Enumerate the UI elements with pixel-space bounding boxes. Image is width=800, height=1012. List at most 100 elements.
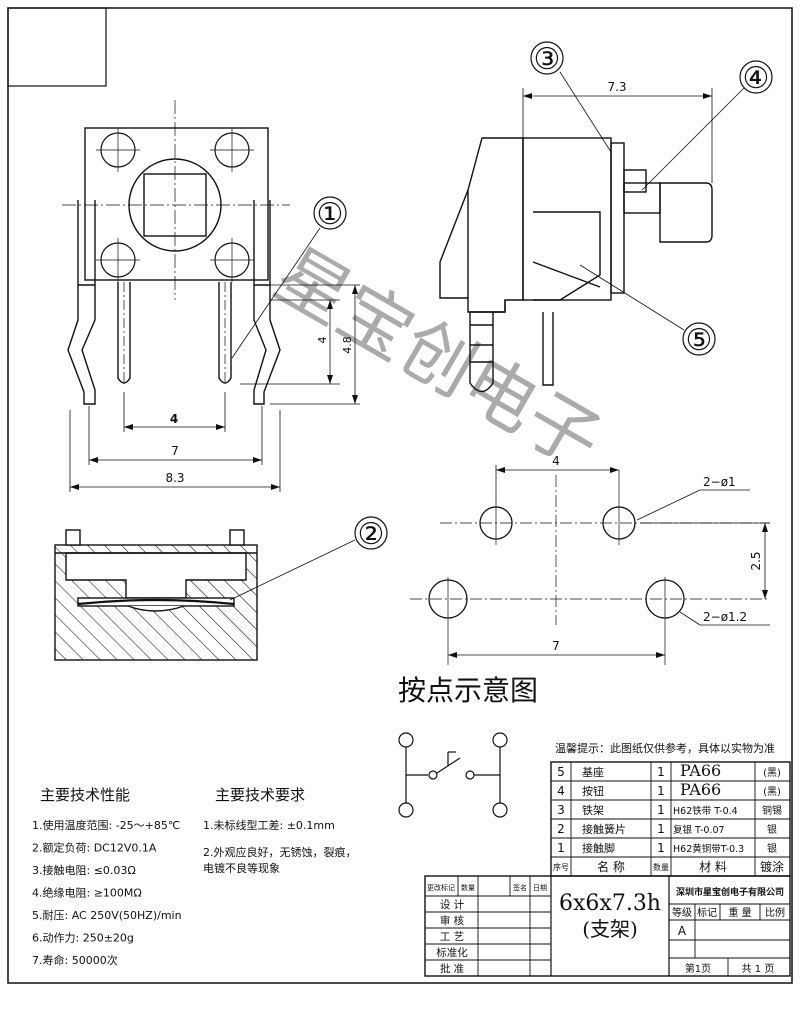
callout-3-label: ③ (534, 42, 561, 77)
grade-header-scale: 比例 (765, 906, 785, 919)
callout-4-label: ④ (743, 61, 770, 96)
requirement-item: 电镀不良等现象 (203, 861, 280, 875)
bom-row-name: 接触簧片 (582, 822, 626, 836)
spec-item: 4.绝缘电阻: ≥100MΩ (32, 886, 142, 900)
rev-header-date: 日期 (533, 884, 547, 892)
bom-row-material: H62铁带 T-0.4 (673, 805, 738, 817)
callout-2-label: ② (358, 517, 385, 552)
spec-item: 6.动作力: 250±20g (32, 932, 134, 945)
callout-2: ② (229, 516, 388, 601)
bom-header-name: 名 称 (597, 859, 625, 874)
watermark: 星宝创电子 (262, 232, 616, 485)
front-view (62, 100, 290, 405)
title-block-role: 工 艺 (440, 931, 464, 943)
requirement-item: 1.未标线型工差: ±0.1mm (203, 818, 335, 832)
pcb-dim-7: 7 (552, 639, 560, 653)
bom-row-material: 复银 T-0.07 (673, 824, 725, 836)
side-dimension-arrows (523, 93, 712, 99)
title-block-role: 标准化 (436, 946, 468, 959)
bom-row-no: 3 (557, 803, 565, 817)
specs-list: 1.使用温度范围: -25～+85℃ 2.额定负荷: DC12V0.1A 3.接触电… (32, 818, 182, 967)
bom-row-qty: 1 (657, 841, 665, 855)
bom-row-name: 接触脚 (582, 841, 615, 855)
title-block (424, 875, 791, 977)
bom-row-finish: 铜锡 (762, 804, 782, 817)
front-dimension-arrows (70, 285, 358, 490)
specs-title: 主要技术性能 (40, 786, 130, 804)
part-number: 6x6x7.3h (559, 891, 661, 916)
page-total: 共 1 页 (742, 963, 775, 975)
bom-row-material: H62黄铜带T-0.3 (673, 843, 744, 855)
bom-row-no: 4 (557, 784, 565, 798)
bom-header-material: 材 料 (699, 860, 727, 874)
front-dimensions (69, 284, 360, 492)
spec-item: 7.寿命: 50000次 (32, 953, 118, 967)
notice-text: 温馨提示：此图纸仅供参考，具体以实物为准 (555, 741, 775, 755)
bom-row-qty: 1 (657, 822, 665, 836)
callout-1-label: ① (317, 197, 344, 232)
bom-header-no: 序号 (553, 862, 569, 872)
front-dim-48: 4.8 (341, 336, 354, 354)
contact-diagram (398, 732, 508, 818)
requirement-item: 2.外观应良好，无锈蚀，裂痕， (203, 845, 357, 859)
bom-row-finish: (黑) (763, 767, 781, 779)
grade-header-grade: 等级 (672, 906, 692, 919)
spec-item: 3.接触电阻: ≤0.03Ω (32, 863, 136, 877)
pcb-arrows (448, 467, 768, 658)
bom-row-finish: 银 (767, 823, 777, 836)
callout-5: ⑤ (579, 264, 716, 358)
bom-row-finish: (黑) (763, 786, 781, 798)
rev-header-qty: 数量 (461, 883, 475, 892)
contact-diagram-title: 按点示意图 (398, 674, 538, 707)
front-dim-4-vertical: 4 (316, 337, 329, 344)
rev-headers: 更改标记 数量 签名 日期 (427, 883, 547, 892)
bom-header: 序号 名 称 数量 材 料 镀涂 (553, 859, 784, 874)
bom-table (550, 761, 791, 877)
spec-item: 2.额定负荷: DC12V0.1A (32, 841, 157, 855)
bom-row-name: 基座 (582, 765, 604, 779)
rev-header-sign: 签名 (513, 883, 527, 892)
callout-5-label: ⑤ (686, 323, 713, 358)
bom-row-material: PA66 (680, 761, 721, 780)
title-block-role: 审 核 (440, 914, 465, 927)
side-dimension (522, 88, 713, 183)
grade-header-mark: 标记 (697, 907, 717, 919)
spec-item: 1.使用温度范围: -25～+85℃ (32, 818, 180, 832)
grade-value: A (678, 924, 687, 938)
title-block-role: 批 准 (440, 962, 464, 975)
page-number: 第1页 (685, 962, 711, 975)
side-dim-73: 7.3 (607, 80, 626, 94)
bom-row-no: 1 (557, 841, 565, 855)
drawing-frame (7, 7, 793, 984)
front-dim-pin-pitch: 4 (170, 412, 178, 426)
bom-row-name: 按钮 (582, 784, 604, 798)
title-block-role: 设 计 (440, 898, 465, 911)
pcb-footprint (410, 465, 770, 665)
bom-header-finish: 镀涂 (760, 859, 784, 874)
pcb-dim-25: 2.5 (749, 551, 763, 570)
bom-row-no: 5 (557, 765, 565, 779)
bom-row-material: PA66 (680, 780, 721, 799)
part-subtitle: (支架) (582, 917, 638, 941)
requirements-title: 主要技术要求 (215, 786, 305, 804)
bom-row-finish: 银 (767, 842, 777, 855)
pcb-hole-2: 2−ø1.2 (703, 610, 747, 624)
rev-header-mark: 更改标记 (427, 883, 455, 892)
bom-row-name: 铁架 (582, 804, 604, 817)
spec-item: 5.耐压: AC 250V(50HZ)/min (32, 909, 182, 922)
bom-row-qty: 1 (657, 765, 665, 779)
bom-row-qty: 1 (657, 803, 665, 817)
bom-row-qty: 1 (657, 784, 665, 798)
callout-4: ④ (641, 60, 773, 191)
front-dim-7: 7 (171, 444, 179, 458)
company-name: 深圳市星宝创电子有限公司 (676, 886, 784, 898)
front-dim-83: 8.3 (165, 471, 184, 485)
callout-3: ③ (530, 41, 612, 153)
bom-row-no: 2 (557, 822, 565, 836)
bom-header-qty: 数量 (653, 862, 669, 872)
grade-header-weight: 重 量 (728, 906, 751, 919)
section-view (54, 529, 258, 661)
